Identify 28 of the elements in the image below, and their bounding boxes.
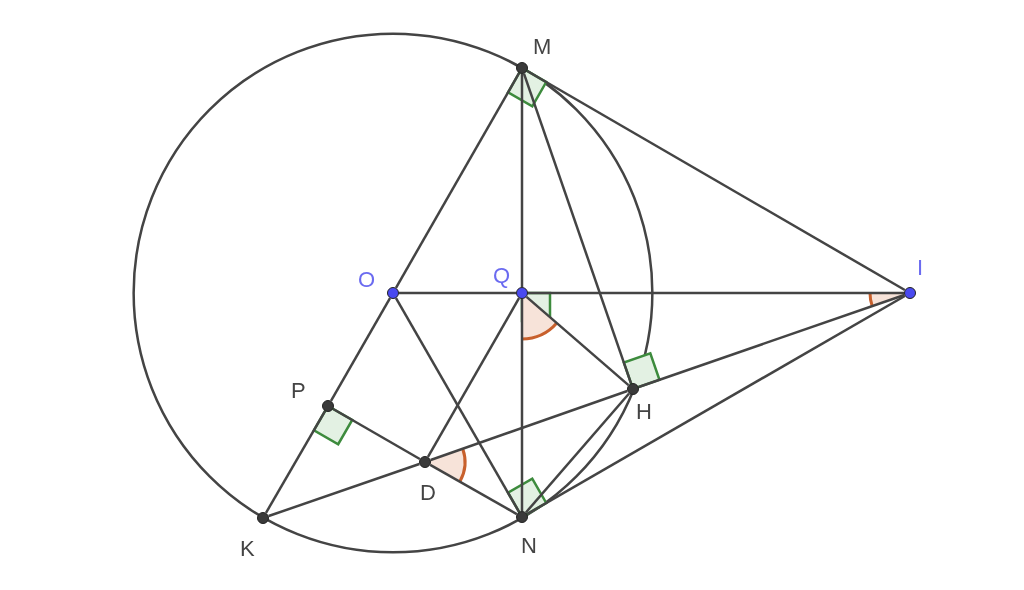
- point-label: D: [420, 481, 436, 505]
- line-segment: [520, 299, 524, 511]
- line-segment: [430, 389, 628, 462]
- line-segment: [525, 392, 630, 514]
- point-label: Q: [493, 264, 511, 288]
- point-label: I: [917, 256, 924, 280]
- line-segment: [329, 297, 392, 402]
- line-segment: [264, 410, 327, 514]
- line-segment: [332, 407, 421, 461]
- line-segment: [394, 297, 521, 513]
- line-segment: [525, 295, 630, 387]
- line-segment: [638, 293, 905, 389]
- line-segment: [394, 72, 521, 289]
- line-segment: [526, 69, 906, 292]
- line-segment: [399, 291, 516, 295]
- point-label: K: [240, 537, 255, 561]
- line-segment: [522, 73, 633, 384]
- point-label: P: [291, 379, 306, 403]
- line-segment: [426, 297, 521, 458]
- line-segment: [268, 462, 420, 518]
- line-segment: [528, 291, 904, 295]
- point-label: H: [636, 400, 652, 424]
- line-segment: [526, 294, 906, 516]
- point-label: N: [521, 534, 537, 558]
- point-label: M: [533, 35, 552, 59]
- point-label: O: [358, 268, 376, 292]
- line-segment: [520, 74, 524, 287]
- line-segment: [429, 463, 518, 516]
